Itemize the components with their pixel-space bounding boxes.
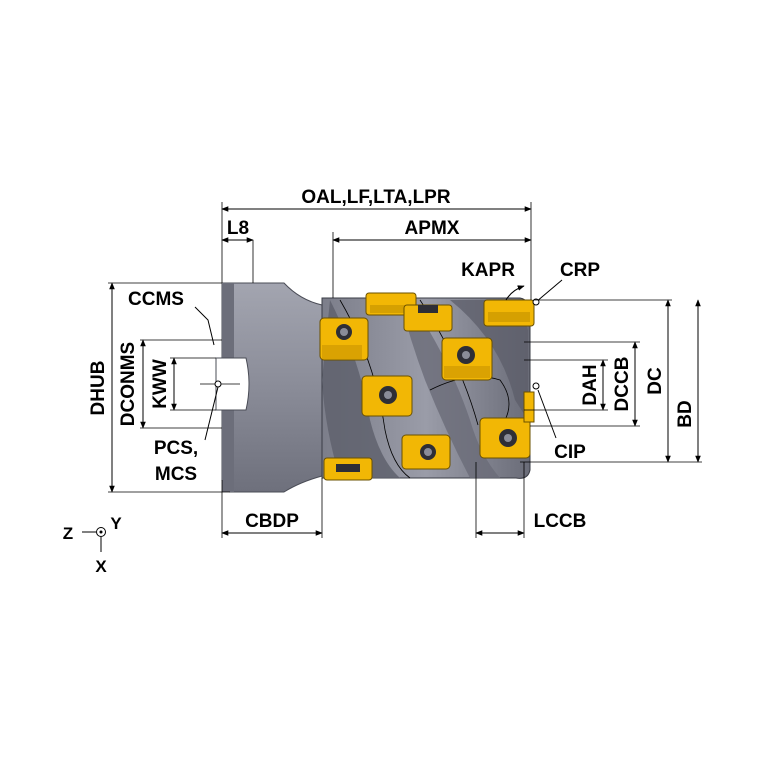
inserts (319, 292, 535, 481)
label-crp: CRP (560, 260, 600, 281)
insert-center-left (361, 375, 413, 417)
axis-y: Y (110, 514, 122, 533)
insert-top-3 (483, 299, 535, 327)
axis-z: Z (63, 524, 73, 543)
label-dah: DAH (580, 364, 601, 405)
label-pcs: PCS, (154, 438, 198, 459)
insert-top-left (319, 317, 369, 361)
label-mcs: MCS (155, 464, 197, 485)
label-apmx: APMX (405, 218, 460, 239)
label-dccb: DCCB (612, 357, 633, 412)
label-kww: KWW (150, 359, 171, 409)
insert-edge-right (523, 391, 535, 423)
label-dconms: DCONMS (118, 342, 139, 426)
dimension-labels: OAL,LF,LTA,LPR L8 APMX KAPR CRP CCMS DHU… (88, 187, 696, 532)
label-l8: L8 (227, 218, 249, 239)
insert-bottom-right (479, 417, 531, 459)
coordinate-axes: Z Y X (63, 514, 123, 576)
axis-x: X (95, 557, 107, 576)
label-cip: CIP (554, 442, 586, 463)
insert-bottom-center (401, 434, 451, 470)
label-dc: DC (645, 367, 666, 395)
label-ccms: CCMS (128, 289, 184, 310)
label-lccb: LCCB (534, 511, 587, 532)
dimensions (108, 202, 702, 538)
label-bd: BD (675, 400, 696, 427)
insert-bottom-left (323, 457, 373, 481)
insert-center-upper (441, 337, 493, 381)
label-dhub: DHUB (88, 361, 109, 416)
insert-top-2 (403, 304, 453, 332)
label-kapr: KAPR (461, 260, 515, 281)
label-cbdp: CBDP (245, 511, 299, 532)
label-oal: OAL,LF,LTA,LPR (301, 187, 450, 208)
